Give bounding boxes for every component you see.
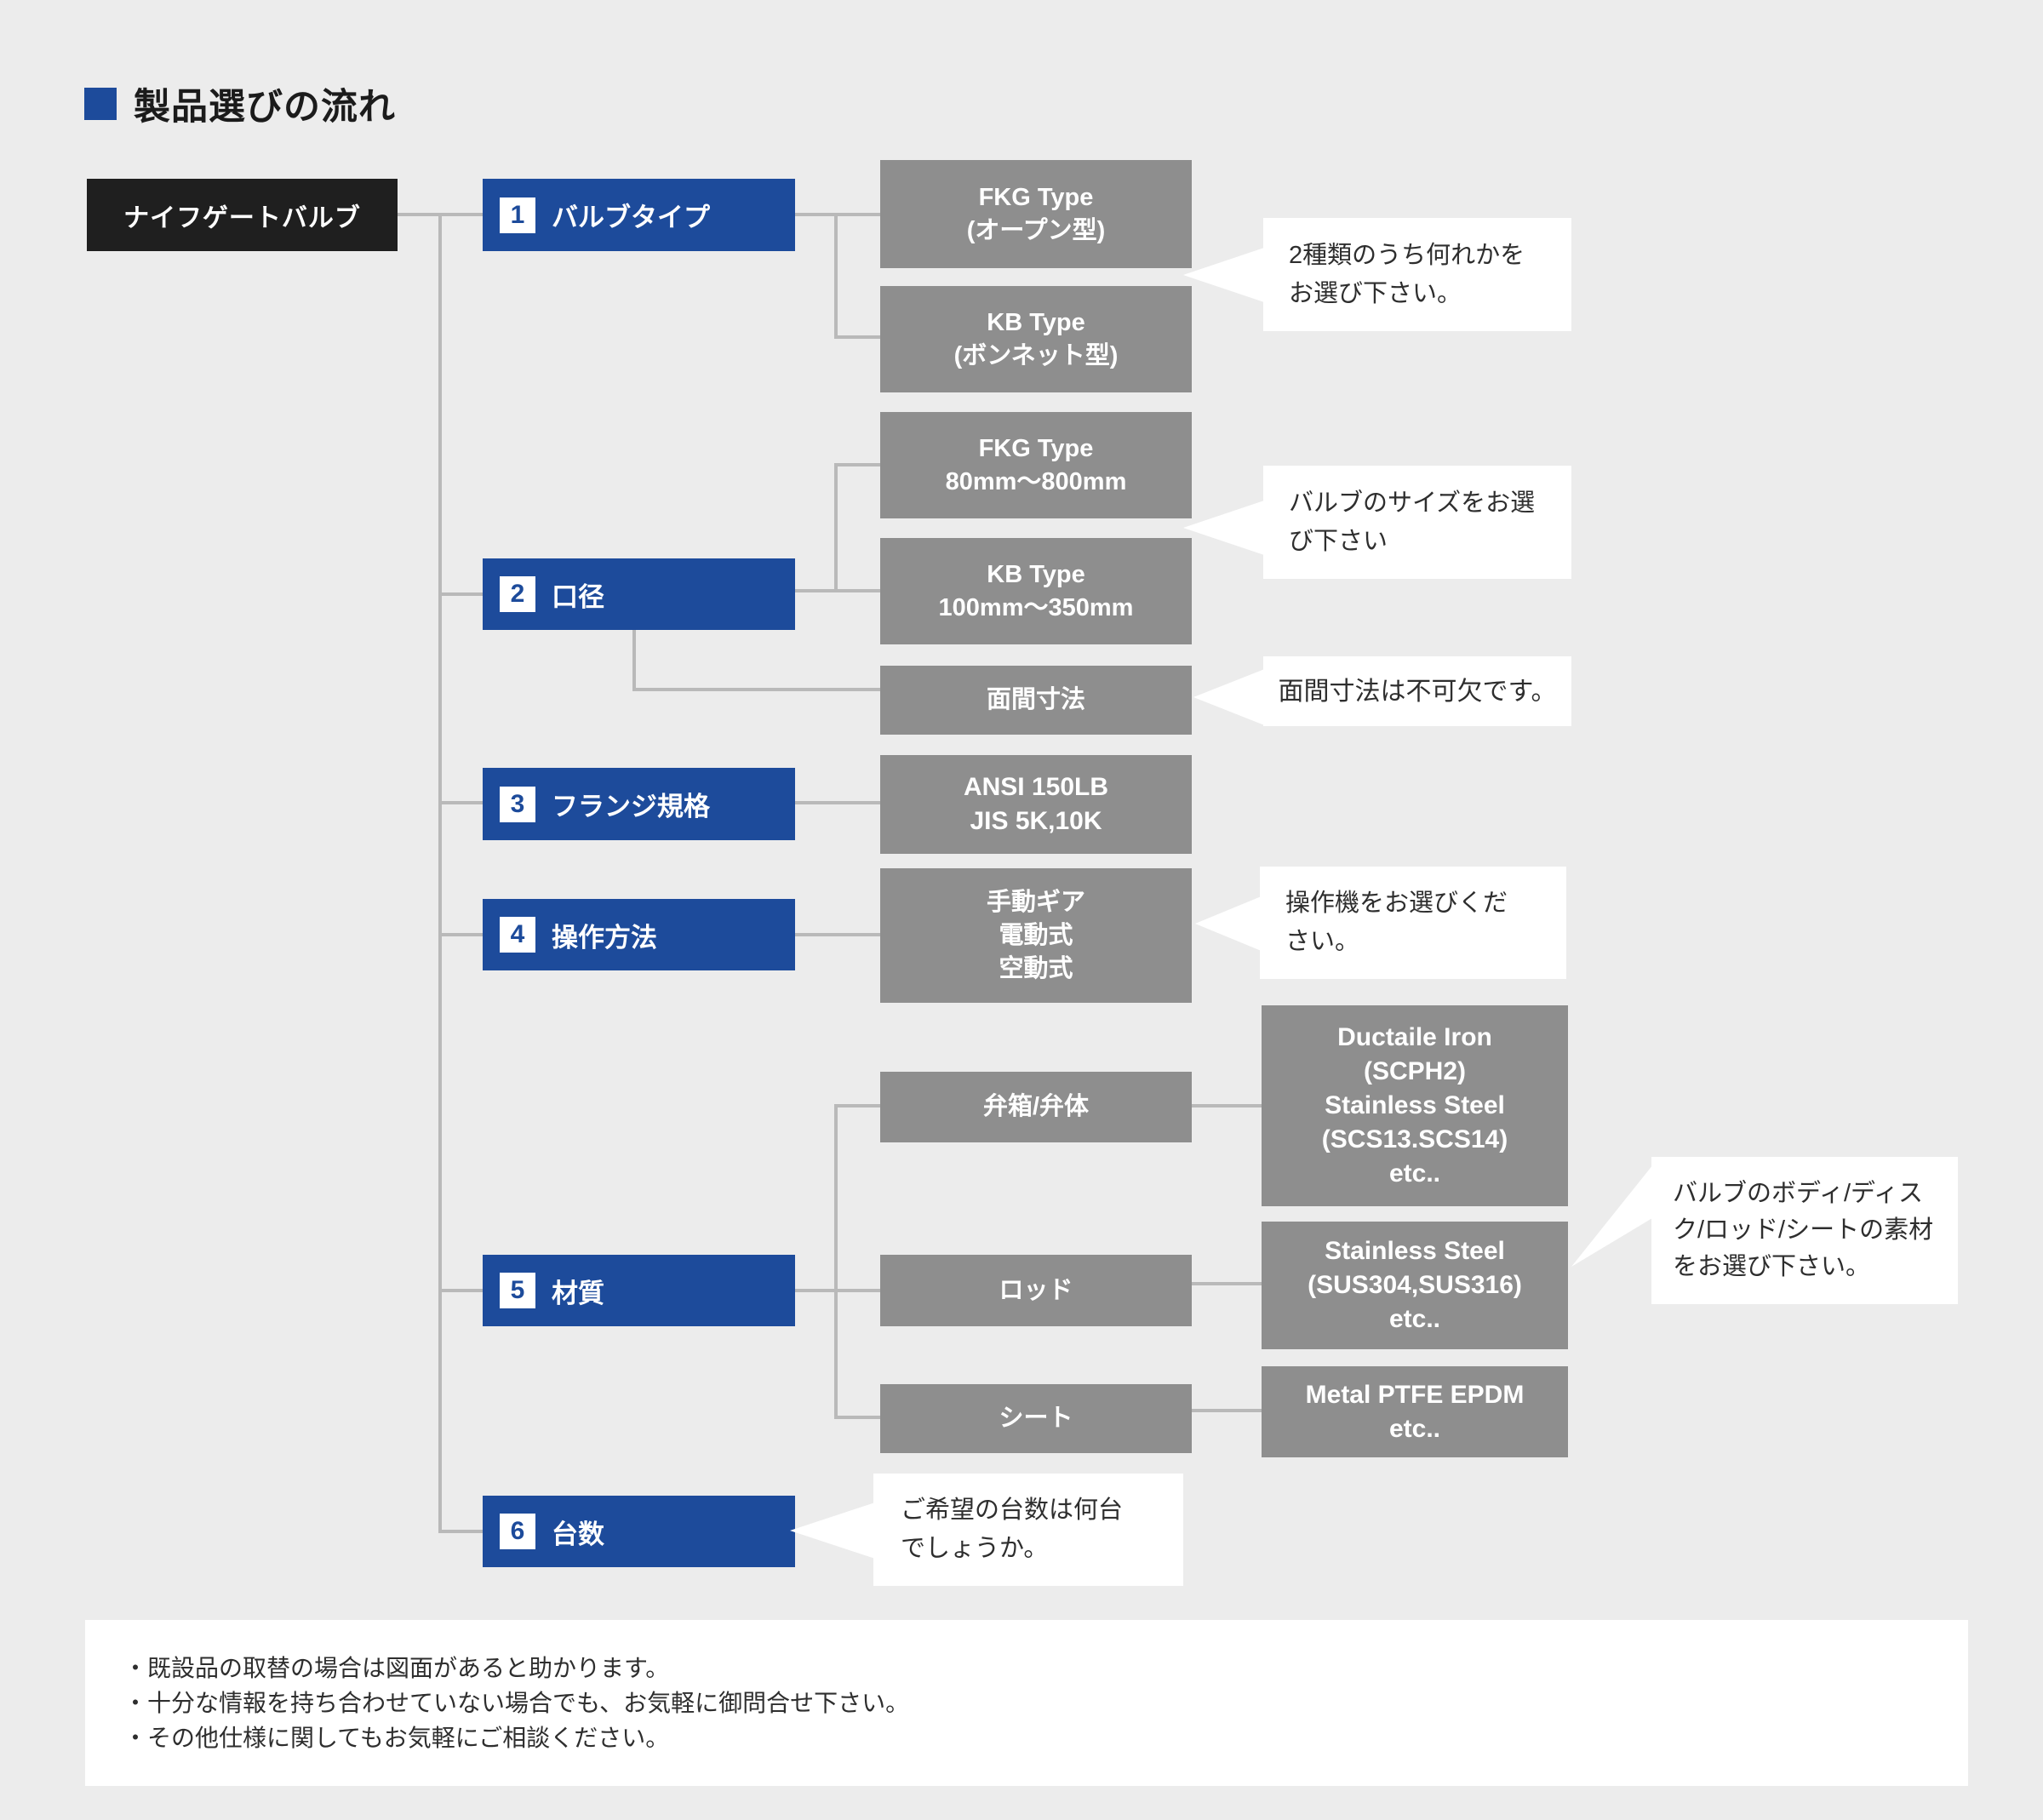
step-3-flange-standard: 3 フランジ規格 (483, 768, 795, 840)
option-kb-size-range: KB Type 100mm〜350mm (880, 538, 1192, 644)
connector-line (834, 1416, 880, 1419)
connector-line (834, 1104, 880, 1107)
connector-line (795, 213, 880, 216)
connector-trunk-line (438, 213, 442, 1533)
step-6-quantity: 6 台数 (483, 1496, 795, 1567)
material-body-options: Ductaile Iron (SCPH2) Stainless Steel (S… (1262, 1005, 1568, 1206)
page-title-row: 製品選びの流れ (84, 82, 396, 128)
callout-valve-type-note: 2種類のうち何れかを お選び下さい。 (1263, 218, 1571, 331)
option-kb-bonnet-type: KB Type (ボンネット型) (880, 286, 1192, 392)
root-node-knife-gate-valve: ナイフゲートバルブ (87, 179, 398, 251)
option-rod: ロッド (880, 1255, 1192, 1326)
step-2-number-badge: 2 (500, 576, 535, 612)
step-4-operation-method: 4 操作方法 (483, 899, 795, 970)
step-6-number-badge: 6 (500, 1514, 535, 1549)
material-seat-options: Metal PTFE EPDM etc.. (1262, 1366, 1568, 1457)
connector-line (1192, 1282, 1262, 1285)
connector-line (632, 630, 636, 691)
step-1-label: バルブタイプ (552, 203, 710, 232)
connector-line (834, 1104, 838, 1419)
option-valve-body: 弁箱/弁体 (880, 1072, 1192, 1142)
callout-arrow (1183, 500, 1267, 556)
connector-line (834, 213, 838, 339)
step-1-valve-type: 1 バルブタイプ (483, 179, 795, 251)
step-2-bore-diameter: 2 口径 (483, 558, 795, 630)
footer-notes: ・既設品の取替の場合は図面があると助かります。 ・十分な情報を持ち合わせていない… (85, 1620, 1968, 1786)
option-operation-methods: 手動ギア 電動式 空動式 (880, 868, 1192, 1003)
callout-valve-size-note: バルブのサイズをお選 び下さい (1263, 466, 1571, 579)
step-3-number-badge: 3 (500, 786, 535, 822)
option-fkg-open-type: FKG Type (オープン型) (880, 160, 1192, 268)
callout-arrow (1193, 668, 1267, 726)
step-4-label: 操作方法 (552, 922, 657, 953)
callout-arrow (1195, 896, 1263, 952)
step-6-label: 台数 (552, 1519, 604, 1549)
callout-arrow (790, 1502, 875, 1559)
callout-operation-note: 操作機をお選びくだ さい。 (1260, 867, 1566, 979)
connector-line (795, 933, 880, 936)
connector-line (795, 801, 880, 804)
connector-line (1192, 1409, 1262, 1412)
material-rod-options: Stainless Steel (SUS304,SUS316) etc.. (1262, 1222, 1568, 1349)
step-3-label: フランジ規格 (552, 792, 710, 821)
callout-quantity-note: ご希望の台数は何台 でしょうか。 (873, 1474, 1183, 1586)
option-fkg-size-range: FKG Type 80mm〜800mm (880, 412, 1192, 518)
connector-line (834, 335, 880, 339)
step-5-material: 5 材質 (483, 1255, 795, 1326)
page-title: 製品選びの流れ (134, 87, 396, 128)
step-2-label: 口径 (552, 581, 604, 612)
connector-line (1192, 1104, 1262, 1107)
callout-material-note: バルブのボディ/ディス ク/ロッド/シートの素材 をお選び下さい。 (1651, 1157, 1958, 1304)
connector-line (438, 801, 483, 804)
connector-line (438, 1289, 483, 1292)
connector-line (795, 1289, 880, 1292)
callout-face-to-face-note: 面間寸法は不可欠です。 (1263, 656, 1571, 726)
option-seat: シート (880, 1384, 1192, 1453)
step-5-label: 材質 (552, 1278, 604, 1308)
connector-line (834, 463, 880, 466)
callout-arrow (1571, 1165, 1653, 1267)
connector-line (632, 688, 880, 691)
title-bullet-icon (84, 88, 117, 120)
option-flange-standards: ANSI 150LB JIS 5K,10K (880, 755, 1192, 854)
step-1-number-badge: 1 (500, 197, 535, 233)
connector-line (834, 463, 838, 592)
step-4-number-badge: 4 (500, 917, 535, 953)
connector-line (438, 1530, 483, 1533)
step-5-number-badge: 5 (500, 1273, 535, 1308)
connector-line (795, 589, 880, 592)
option-face-to-face-dimension: 面間寸法 (880, 666, 1192, 735)
callout-arrow (1183, 247, 1267, 303)
connector-line (438, 592, 483, 596)
connector-line (438, 933, 483, 936)
